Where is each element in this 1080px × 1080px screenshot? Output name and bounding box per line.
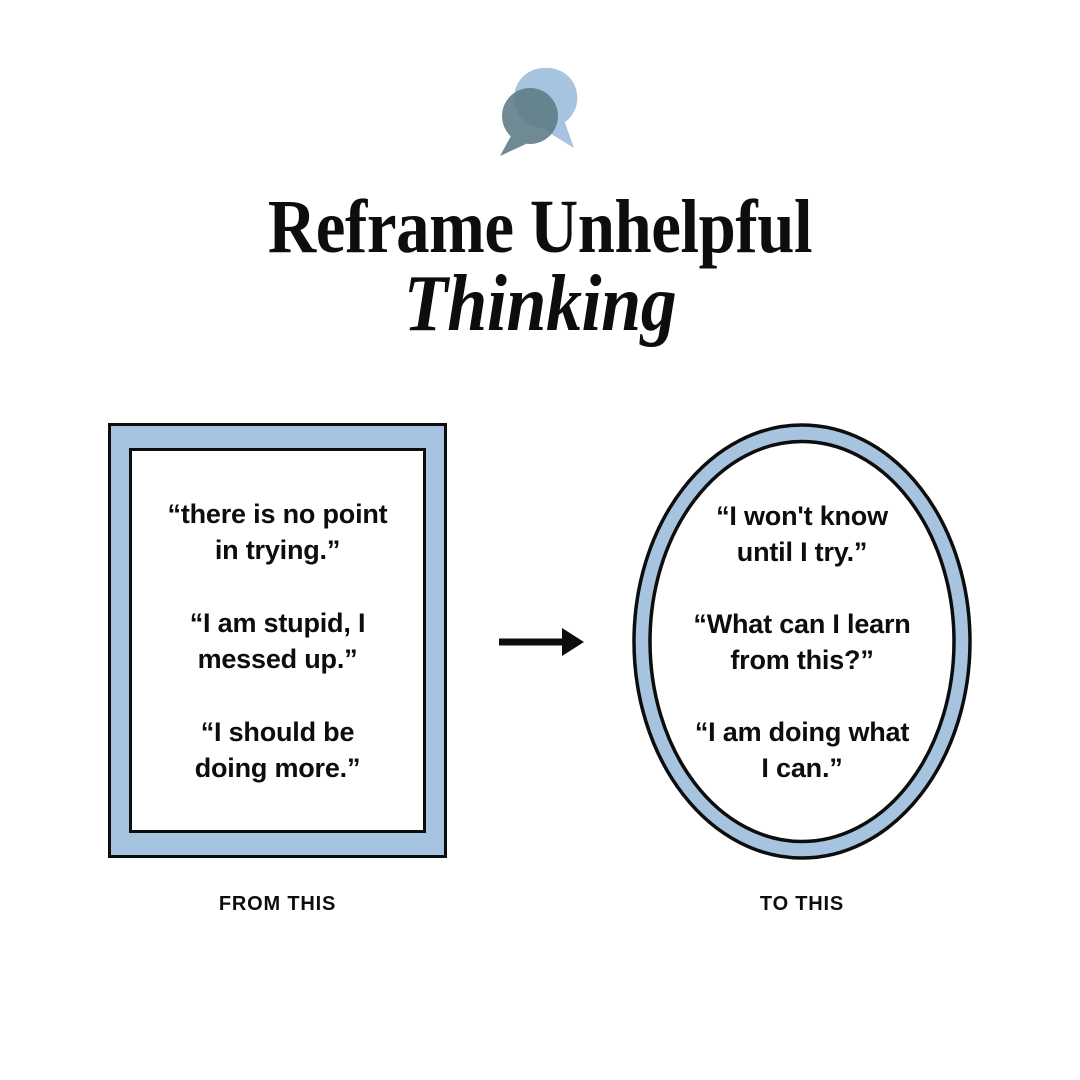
title-line-primary: Reframe Unhelpful: [267, 185, 813, 269]
right-arrow-icon: [494, 620, 588, 664]
from-this-caption: FROM THIS: [218, 893, 337, 915]
to-this-frame-interior: “I won't know until I try.” “What can I …: [670, 471, 934, 812]
to-this-caption: TO THIS: [759, 893, 845, 915]
quote-item: “I won't know until I try.”: [716, 500, 888, 567]
quote-item: “What can I learn from this?”: [693, 608, 911, 675]
to-this-frame: “I won't know until I try.” “What can I …: [632, 423, 972, 860]
quote-item: “there is no point in trying.”: [167, 498, 388, 565]
quote-item: “I am stupid, I messed up.”: [189, 607, 366, 674]
bubble-dark-icon: [500, 88, 558, 156]
from-this-frame-interior: “there is no point in trying.” “I am stu…: [129, 448, 426, 833]
title-line-emphasis: Thinking: [403, 260, 677, 348]
from-this-frame: “there is no point in trying.” “I am stu…: [108, 423, 447, 858]
to-this-quote-list: “I won't know until I try.” “What can I …: [693, 498, 910, 786]
quote-item: “I am doing what I can.”: [694, 716, 910, 783]
from-this-quote-list: “there is no point in trying.” “I am stu…: [168, 496, 388, 786]
speech-bubbles-logo: [490, 64, 590, 156]
quote-item: “I should be doing more.”: [194, 716, 361, 783]
page-title: Reframe Unhelpful Thinking: [0, 185, 1080, 348]
